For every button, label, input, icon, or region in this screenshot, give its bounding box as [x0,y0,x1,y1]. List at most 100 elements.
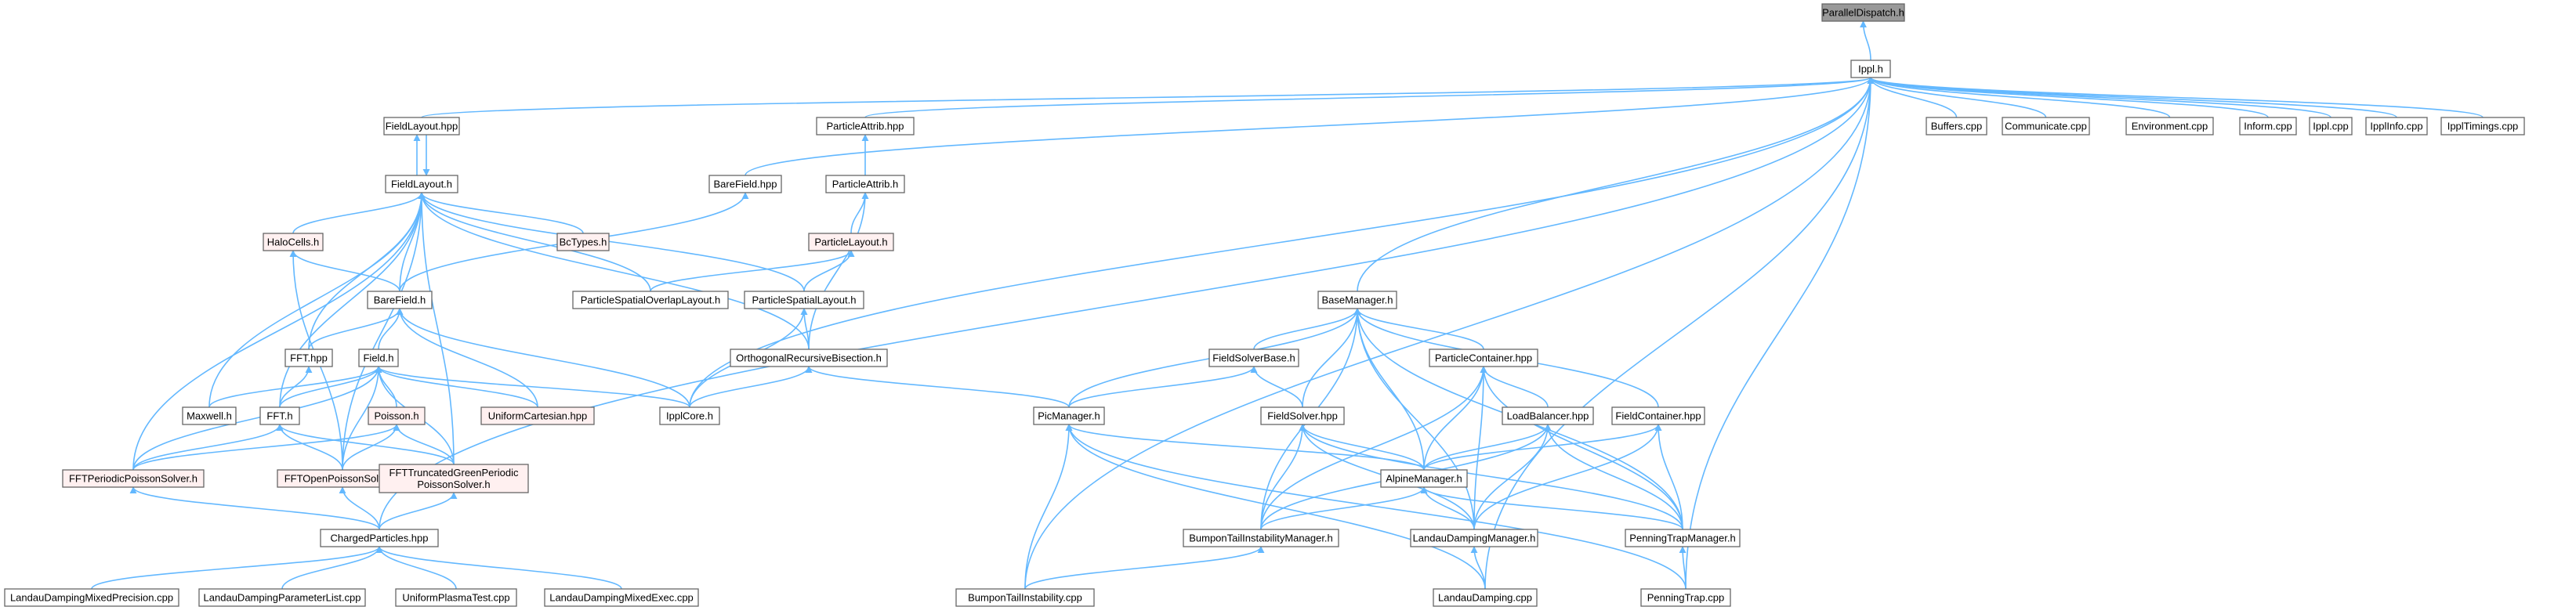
include-edge [689,77,1875,408]
file-node-alpinemanager[interactable]: AlpineManager.h [1380,469,1468,488]
edge-line [800,308,810,350]
node-box [1380,469,1468,488]
edge-line [379,492,458,530]
file-node-ippltimingscpp[interactable]: IpplTimings.cpp [2440,117,2525,135]
file-node-bumpontim[interactable]: BumponTailInstabilityManager.h [1183,529,1339,547]
file-node-chargedparticles[interactable]: ChargedParticles.hpp [320,529,439,547]
node-box [320,529,439,547]
file-node-ippl[interactable]: Ippl.h [1850,60,1891,78]
node-label: AlpineManager.h [1386,473,1462,485]
include-edge [342,192,426,471]
edge-line [1024,77,1875,590]
node-box [2309,117,2353,135]
file-node-halocells[interactable]: HaloCells.h [263,233,324,251]
include-edge [281,546,383,590]
node-box [198,588,366,607]
node-box [816,117,915,135]
include-edge [1420,486,1475,530]
node-label: FieldSolverBase.h [1212,352,1295,364]
include-edge [418,192,810,350]
node-label: ChargedParticles.hpp [330,533,428,544]
file-node-ipplinfocpp[interactable]: IpplInfo.cpp [2365,117,2428,135]
edge-line [1260,486,1428,530]
include-edge [91,546,383,590]
node-box [1926,117,1987,135]
include-edge [1423,424,1662,471]
file-node-ldmixedexec[interactable]: LandauDampingMixedExec.cpp [544,588,699,607]
file-node-barefieldhpp[interactable]: BareField.hpp [708,175,782,193]
include-edge [800,308,810,350]
file-node-ipplcpp[interactable]: Ippl.cpp [2309,117,2353,135]
edge-line [281,546,383,590]
file-node-paralleldispatch[interactable]: ParallelDispatch.h [1821,3,1905,22]
file-node-uniformplasmatest[interactable]: UniformPlasmaTest.cpp [395,588,517,607]
edge-line [1420,486,1683,530]
file-node-ffthpp[interactable]: FFT.hpp [284,349,333,367]
file-node-particleattribhpp[interactable]: ParticleAttrib.hpp [816,117,915,135]
file-node-bumponticpp[interactable]: BumponTailInstability.cpp [955,588,1095,607]
file-node-landaudm[interactable]: LandauDampingManager.h [1410,529,1538,547]
file-node-basemanager[interactable]: BaseManager.h [1317,291,1397,309]
file-node-fftopen[interactable]: FFTOpenPoissonSolver.h [277,469,408,488]
file-node-fieldlayouthpp[interactable]: FieldLayout.hpp [383,117,460,135]
include-edge [339,486,380,530]
include-edge [1065,424,1486,590]
file-node-bctypes[interactable]: BcTypes.h [556,233,610,251]
file-node-uniformcartesian[interactable]: UniformCartesian.hpp [480,406,595,425]
file-node-pslayout[interactable]: ParticleSpatialLayout.h [744,291,864,309]
file-node-penningtrapcpp[interactable]: PenningTrap.cpp [1640,588,1731,607]
file-node-informcpp[interactable]: Inform.cpp [2239,117,2297,135]
file-node-fieldlayouth[interactable]: FieldLayout.h [385,175,458,193]
file-node-fieldcontainer[interactable]: FieldContainer.hpp [1611,406,1705,425]
file-node-landaudampingcpp[interactable]: LandauDamping.cpp [1433,588,1538,607]
file-node-fieldsolverhpp[interactable]: FieldSolver.hpp [1260,406,1345,425]
node-box [1640,588,1731,607]
include-edge [308,308,404,350]
edge-line [864,77,1875,118]
edge-line [292,192,426,234]
edge-line [279,366,313,408]
file-node-fieldh[interactable]: Field.h [358,349,399,367]
node-box [730,349,888,367]
file-node-communicatecpp[interactable]: Communicate.cpp [2002,117,2090,135]
file-node-psoverlaplayout[interactable]: ParticleSpatialOverlapLayout.h [572,291,729,309]
file-node-maxwellh[interactable]: Maxwell.h [182,406,237,425]
file-node-orb[interactable]: OrthogonalRecursiveBisection.h [730,349,888,367]
file-node-fftperiodic[interactable]: FFTPeriodicPoissonSolver.h [62,469,205,488]
node-box [1821,3,1905,22]
edge-line [289,250,400,292]
file-node-ipplcore[interactable]: IpplCore.h [659,406,720,425]
file-node-bufferscpp[interactable]: Buffers.cpp [1926,117,1987,135]
node-box [1410,529,1538,547]
file-node-particlelayout[interactable]: ParticleLayout.h [808,233,894,251]
file-node-environmentcpp[interactable]: Environment.cpp [2125,117,2214,135]
file-node-fieldsolverbase[interactable]: FieldSolverBase.h [1208,349,1299,367]
file-node-ldparameterlist[interactable]: LandauDampingParameterList.cpp [198,588,366,607]
file-node-particlecontainer[interactable]: ParticleContainer.hpp [1429,349,1538,367]
file-node-ffth[interactable]: FFT.h [259,406,300,425]
include-edge [1654,424,1683,530]
include-edge [1260,486,1428,530]
node-box [395,588,517,607]
edge-line [132,424,284,471]
file-node-barefieldh[interactable]: BareField.h [367,291,433,309]
file-node-poissonh[interactable]: Poisson.h [368,406,426,425]
node-box [2125,117,2214,135]
node-label: ParallelDispatch.h [1822,7,1904,19]
file-node-loadbalancer[interactable]: LoadBalancer.hpp [1502,406,1594,425]
node-label: LandauDampingManager.h [1413,533,1536,544]
include-edge [1250,366,1303,408]
edge-line [342,366,382,471]
node-box [480,406,595,425]
node-label: FFTOpenPoissonSolver.h [284,473,401,485]
include-edge [418,192,455,465]
file-node-ldmixedprecision[interactable]: LandauDampingMixedPrecision.cpp [4,588,179,607]
include-edge [421,77,1874,118]
file-node-particleattribh[interactable]: ParticleAttrib.h [825,175,905,193]
edge-line [399,192,426,292]
file-node-penningtm[interactable]: PenningTrapManager.h [1625,529,1741,547]
node-label: Buffers.cpp [1931,121,1983,132]
file-node-picmanager[interactable]: PicManager.h [1033,406,1105,425]
